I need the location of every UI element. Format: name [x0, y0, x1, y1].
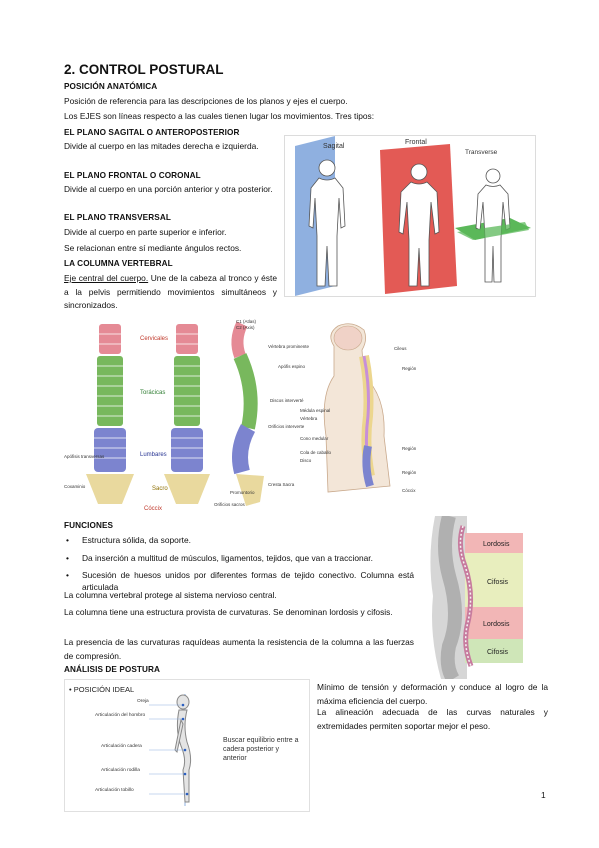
posture-label-rodilla: Articulación rodilla: [101, 767, 140, 773]
columna-text: Eje central del cuerpo. Une de la cabeza…: [64, 272, 277, 313]
label-apofisis: Apófisis transversas: [64, 454, 105, 459]
posture-label-hombro: Articulación del hombro: [95, 712, 145, 718]
region-cifosis-2: [465, 639, 523, 663]
funciones-text-1: La columna vertebral protege al sistema …: [64, 590, 277, 600]
label-vertebra: Vértebra: [300, 416, 318, 421]
label-lordosis-1: Lordosis: [483, 541, 510, 548]
spine-figure: Cervicales Torácicas Lumbares Sacro Cócc…: [64, 316, 421, 514]
label-cifosis-2: Cifosis: [487, 649, 509, 656]
spine-lateral: [231, 321, 264, 506]
posicion-heading: POSICIÓN ANATÓMICA: [64, 82, 158, 91]
spine-anterior: [86, 324, 134, 504]
label-disco: Disco: [300, 458, 312, 463]
label-region-1: Región: [402, 366, 417, 371]
label-c2: C2 (Axis): [236, 325, 255, 330]
label-c1: C1 (Atlas): [236, 319, 257, 324]
label-cresta: Cresta Sacra: [268, 482, 295, 487]
anatomical-planes-figure: Sagital Frontal Transverse: [284, 135, 536, 297]
frontal-text: Divide al cuerpo en una porción anterior…: [64, 184, 273, 194]
frontal-heading: EL PLANO FRONTAL O CORONAL: [64, 171, 201, 180]
region-lordosis-1: [465, 533, 523, 553]
transverse-label: Transverse: [465, 149, 498, 156]
label-cileus: Cileus: [394, 346, 407, 351]
transversal-text: Divide al cuerpo en parte superior e inf…: [64, 227, 227, 237]
region-lordosis-2: [465, 607, 523, 639]
posture-label-oreja: Oreja: [137, 698, 149, 704]
label-sacro: Sacro: [152, 486, 168, 492]
skeleton-figure: [174, 694, 192, 803]
page-number: 1: [541, 790, 546, 800]
label-cervicales: Cervicales: [140, 336, 168, 342]
label-toracicas: Torácicas: [140, 390, 165, 396]
sagital-text: Divide al cuerpo en las mitades derecha …: [64, 141, 259, 151]
analisis-heading: ANÁLISIS DE POSTURA: [64, 665, 161, 674]
columna-heading: LA COLUMNA VERTEBRAL: [64, 259, 173, 268]
posicion-text-2: Los EJES son líneas respecto a las cuale…: [64, 111, 375, 121]
label-promontorio: Promontorio: [230, 490, 255, 495]
label-discos: Discos interverté: [270, 398, 304, 403]
funciones-heading: FUNCIONES: [64, 521, 114, 530]
posture-label-tobillo: Articulación tobillo: [95, 787, 134, 793]
label-vertebra-prominente: Vértebra prominente: [268, 344, 310, 349]
funciones-text-3: La presencia de las curvaturas raquídeas…: [64, 637, 414, 661]
columna-lead: Eje central del cuerpo.: [64, 273, 149, 283]
posture-caption: Buscar equilibrio entre a cadera posteri…: [223, 737, 299, 762]
label-apofis-espino: Apófis espino: [278, 364, 306, 369]
spine-posterior: [164, 324, 210, 504]
label-cono: Cono medular: [300, 436, 329, 441]
label-coccix-2: Cóccix: [402, 488, 416, 493]
label-coccix: Cóccix: [144, 506, 162, 512]
label-lumbares: Lumbares: [140, 452, 167, 458]
funcion-item: Estructura sólida, da soporte.: [66, 535, 414, 547]
columna-body: Une de la cabeza al tronco y éste a la p…: [64, 273, 277, 310]
label-coxaminio: Coxaminio: [64, 484, 86, 489]
funcion-item: Sucesión de huesos unidos por diferentes…: [66, 570, 414, 593]
posture-title: • POSICIÓN IDEAL: [69, 685, 134, 694]
label-lordosis-2: Lordosis: [483, 621, 510, 628]
sagital-heading: EL PLANO SAGITAL O ANTEROPOSTERIOR: [64, 128, 240, 137]
funciones-list: Estructura sólida, da soporte. Da inserc…: [66, 535, 414, 599]
posture-label-cadera: Articulación cadera: [101, 743, 142, 749]
label-orificios-sacros: Orificios sacros: [214, 502, 246, 507]
transverse-plane-front: [457, 222, 529, 240]
analisis-text-2: La alineación adecuada de las curvas nat…: [317, 707, 548, 731]
sagital-label: Sagital: [323, 143, 345, 150]
funciones-text-2: La columna tiene una estructura provista…: [64, 607, 393, 617]
planes-note: Se relacionan entre sí mediante ángulos …: [64, 243, 242, 253]
frontal-label: Frontal: [405, 139, 427, 146]
funcion-item: Da inserción a multitud de músculos, lig…: [66, 553, 414, 565]
label-medula: Médula espinal: [300, 408, 330, 413]
label-orificios: Orificios interverte: [268, 424, 305, 429]
posicion-text-1: Posición de referencia para las descripc…: [64, 96, 348, 106]
spinal-curves-figure: Lordosis Cifosis Lordosis Cifosis: [427, 516, 535, 679]
analisis-text-1: Mínimo de tensión y deformación y conduc…: [317, 682, 548, 706]
label-cola: Cola de caballo: [300, 450, 332, 455]
transversal-heading: EL PLANO TRANSVERSAL: [64, 213, 171, 222]
ideal-posture-figure: • POSICIÓN IDEAL Oreja Articulación del …: [64, 679, 310, 812]
label-cifosis-1: Cifosis: [487, 579, 509, 586]
label-region-2: Región: [402, 446, 417, 451]
torso-section: [323, 323, 391, 493]
body-outline-frontal: [398, 163, 440, 287]
region-cifosis-1: [465, 553, 523, 607]
label-region-3: Región: [402, 470, 417, 475]
section-title: 2. CONTROL POSTURAL: [64, 62, 224, 77]
body-outline-sagittal: [308, 159, 346, 287]
